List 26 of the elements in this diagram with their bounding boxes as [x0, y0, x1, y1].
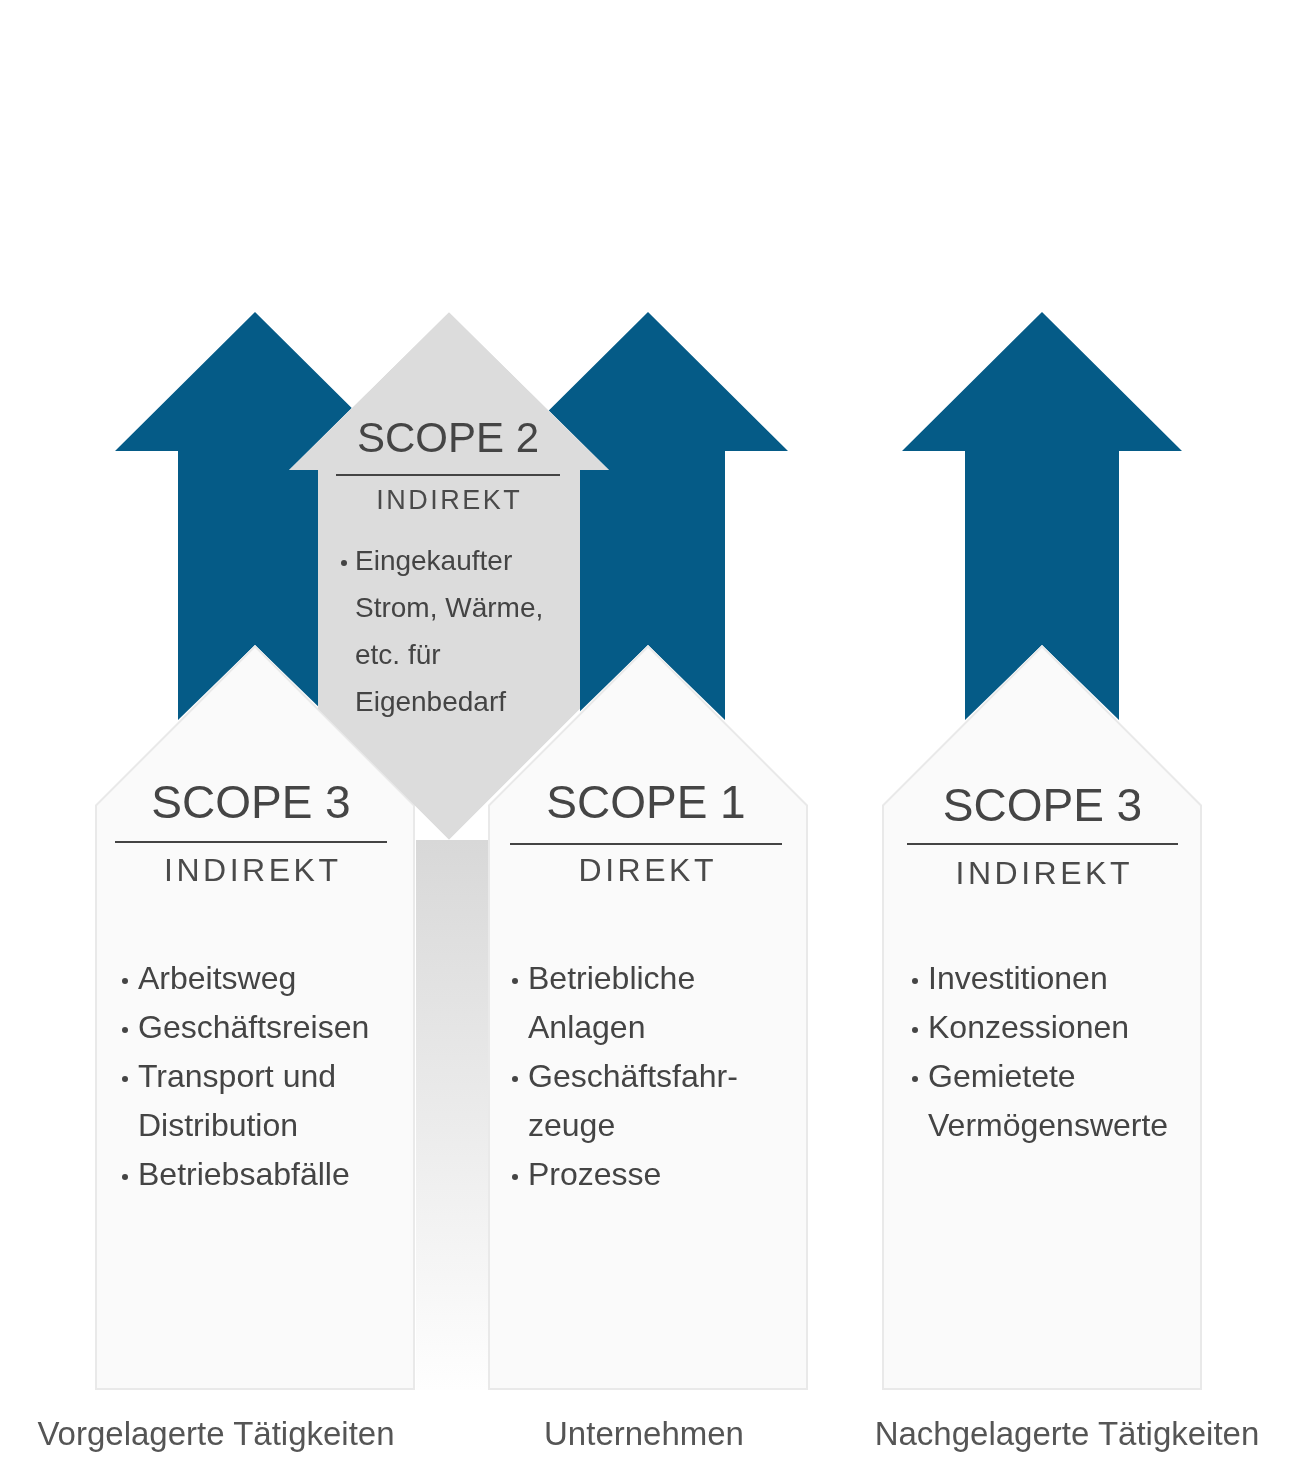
list-item-text: Arbeitsweg [138, 959, 298, 998]
list-item-text: Transport und Distribution [138, 1057, 338, 1145]
scope-type-label: DIREKT [577, 854, 717, 886]
list-item-text: Konzessionen [928, 1008, 1131, 1047]
scope-heading: SCOPE 2 [356, 417, 540, 459]
list-item-text: Gemietete Vermögenswerte [928, 1057, 1170, 1145]
list-item-text: Eingekaufter Strom, Wärme, etc. für Eigenbedarf [355, 544, 545, 719]
scope-heading: SCOPE 3 [151, 779, 351, 825]
list-item-text: Betriebsabfälle [138, 1155, 351, 1194]
list-item-text: Geschäftsfahr- zeuge [528, 1057, 739, 1145]
scope-card [882, 645, 1202, 1390]
scope-type-label: INDIREKT [163, 854, 342, 886]
block-arrow [548, 312, 788, 720]
list-item-text: Betriebliche Anlagen [528, 959, 697, 1047]
block-arrow [902, 312, 1182, 720]
block-arrow [115, 312, 352, 720]
list-item-text: Geschäftsreisen [138, 1008, 371, 1047]
list-item-text: Investitionen [928, 959, 1109, 998]
scope-type-label: INDIREKT [375, 487, 523, 514]
scope-heading: SCOPE 3 [942, 782, 1143, 828]
scope-type-label: INDIREKT [954, 857, 1133, 889]
scope-heading: SCOPE 1 [546, 779, 746, 825]
column-caption: Unternehmen [544, 1415, 744, 1453]
list-item-text: Prozesse [528, 1155, 663, 1194]
column-caption: Vorgelagerte Tätigkeiten [37, 1415, 395, 1453]
column-caption: Nachgelagerte Tätigkeiten [874, 1415, 1260, 1453]
